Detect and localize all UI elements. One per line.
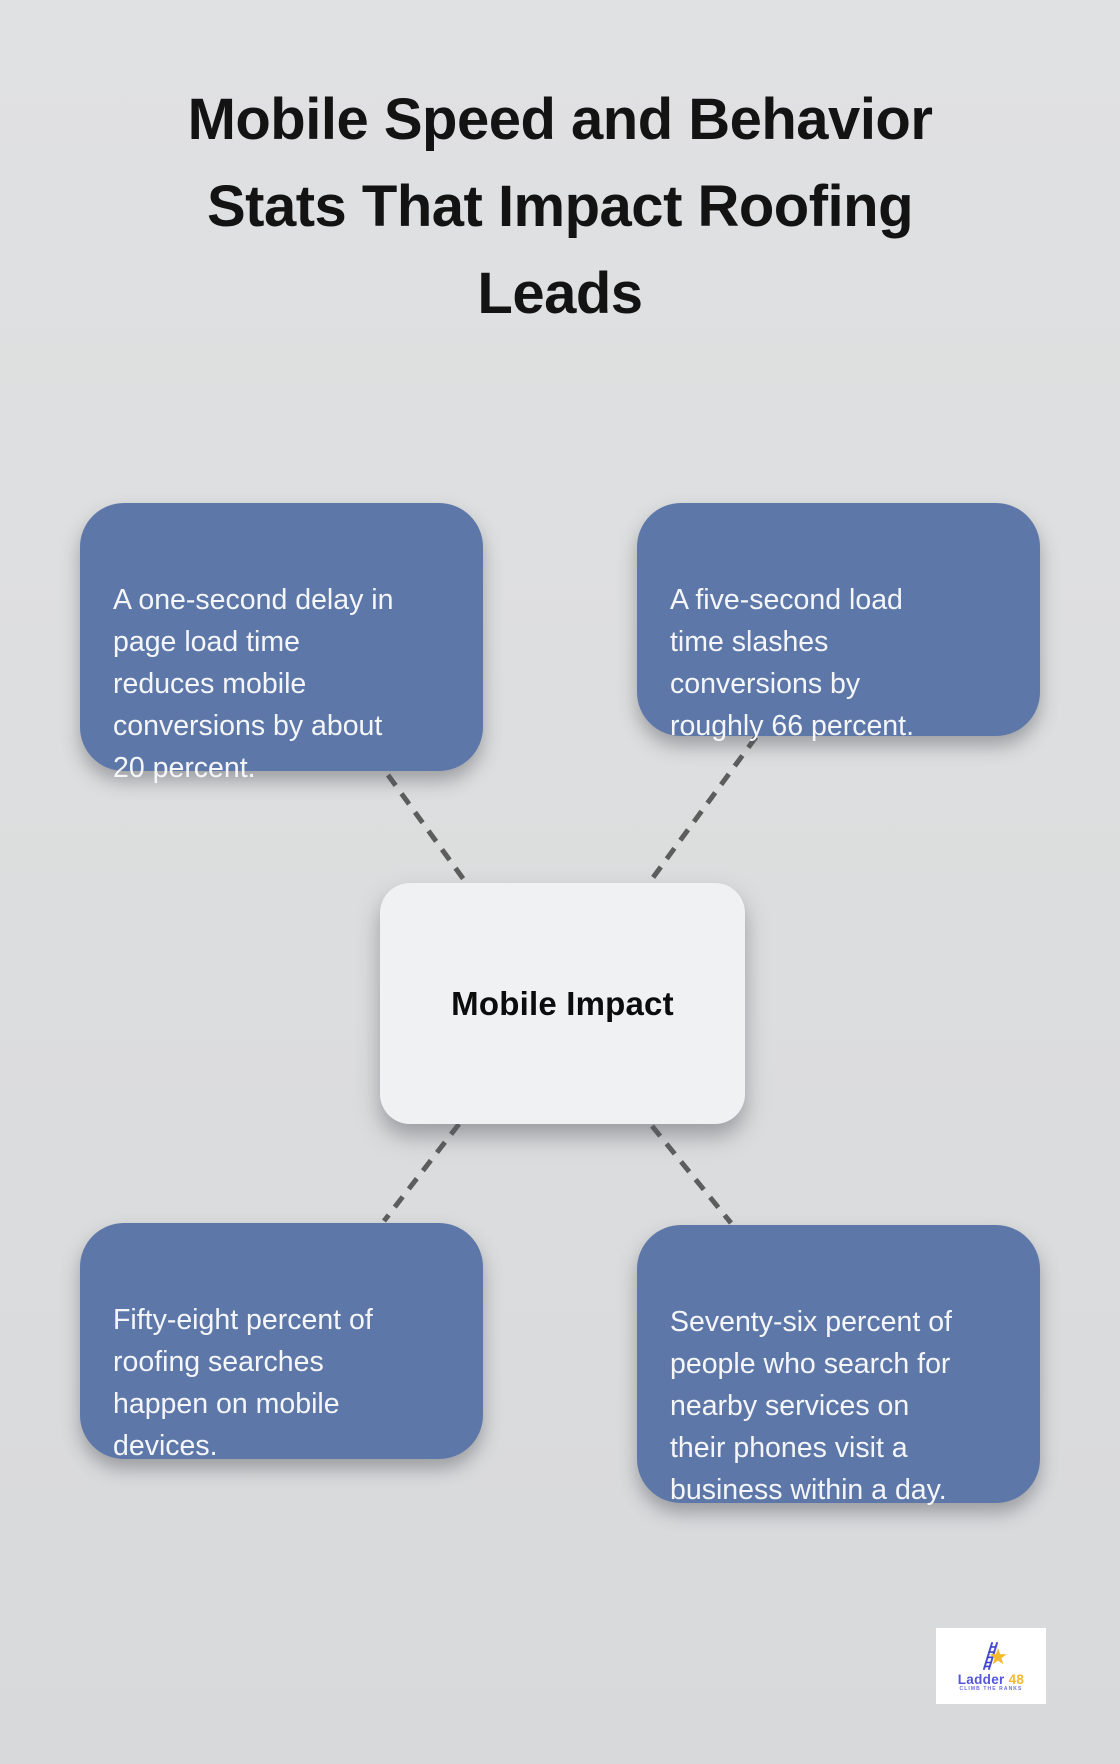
logo-wordmark: Ladder 48: [958, 1673, 1025, 1687]
stat-text: A one-second delay in page load time red…: [113, 584, 394, 784]
star-icon: [989, 1647, 1007, 1665]
center-node-label: Mobile Impact: [451, 984, 674, 1022]
logo-tagline: CLIMB THE RANKS: [959, 1686, 1023, 1693]
logo-word: Ladder: [957, 1671, 1005, 1687]
page-title: Mobile Speed and Behavior Stats That Imp…: [187, 87, 933, 326]
stat-box-top-right: A five-second load time slashes conversi…: [637, 503, 1040, 742]
center-node: Mobile Impact: [380, 883, 745, 1124]
logo-number: 48: [1008, 1671, 1025, 1687]
stat-box-top-left: A one-second delay in page load time red…: [80, 503, 483, 784]
stat-text: Seventy-six percent of people who search…: [670, 1306, 952, 1506]
connector-bottom-left: [382, 1122, 461, 1223]
stat-box-bottom-right: Seventy-six percent of people who search…: [637, 1225, 1040, 1506]
stat-text: A five-second load time slashes conversi…: [670, 584, 914, 742]
stat-box-bottom-left: Fifty-eight percent of roofing searches …: [80, 1223, 483, 1462]
connector-top-left: [385, 773, 470, 886]
connector-bottom-right: [650, 1124, 733, 1225]
brand-logo: Ladder 48 CLIMB THE RANKS: [936, 1628, 1046, 1704]
connector-top-right: [646, 735, 759, 885]
stat-text: Fifty-eight percent of roofing searches …: [113, 1304, 373, 1462]
ladder-star-icon: [983, 1641, 1007, 1670]
